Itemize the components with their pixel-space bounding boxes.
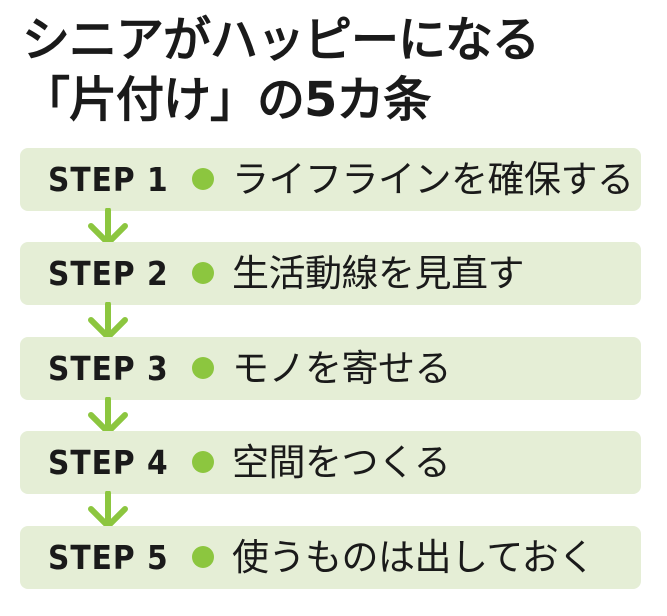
step-text: 生活動線を見直す (232, 252, 525, 295)
down-arrow-icon (88, 302, 128, 340)
step-text: ライフラインを確保する (232, 158, 634, 201)
step-box-5: STEP 5 使うものは出しておく (20, 526, 641, 589)
step-box-1: STEP 1 ライフラインを確保する (20, 148, 641, 211)
down-arrow-icon (88, 491, 128, 529)
step-box-3: STEP 3 モノを寄せる (20, 337, 641, 400)
title-line-1: シニアがハッピーになる (22, 12, 540, 68)
bullet-dot-icon (192, 357, 214, 379)
step-text: 空間をつくる (232, 441, 451, 484)
step-text: モノを寄せる (232, 347, 452, 390)
step-box-2: STEP 2 生活動線を見直す (20, 242, 641, 305)
step-label: STEP 5 (48, 538, 169, 577)
bullet-dot-icon (192, 451, 214, 473)
step-label: STEP 4 (48, 443, 169, 482)
bullet-dot-icon (192, 262, 214, 284)
step-box-4: STEP 4 空間をつくる (20, 431, 641, 494)
step-text: 使うものは出しておく (232, 536, 595, 579)
bullet-dot-icon (192, 546, 214, 568)
step-label: STEP 3 (48, 349, 169, 388)
bullet-dot-icon (192, 168, 214, 190)
title-line-2: 「片付け」の5カ条 (22, 72, 431, 128)
step-label: STEP 2 (48, 254, 169, 293)
step-label: STEP 1 (48, 160, 169, 199)
